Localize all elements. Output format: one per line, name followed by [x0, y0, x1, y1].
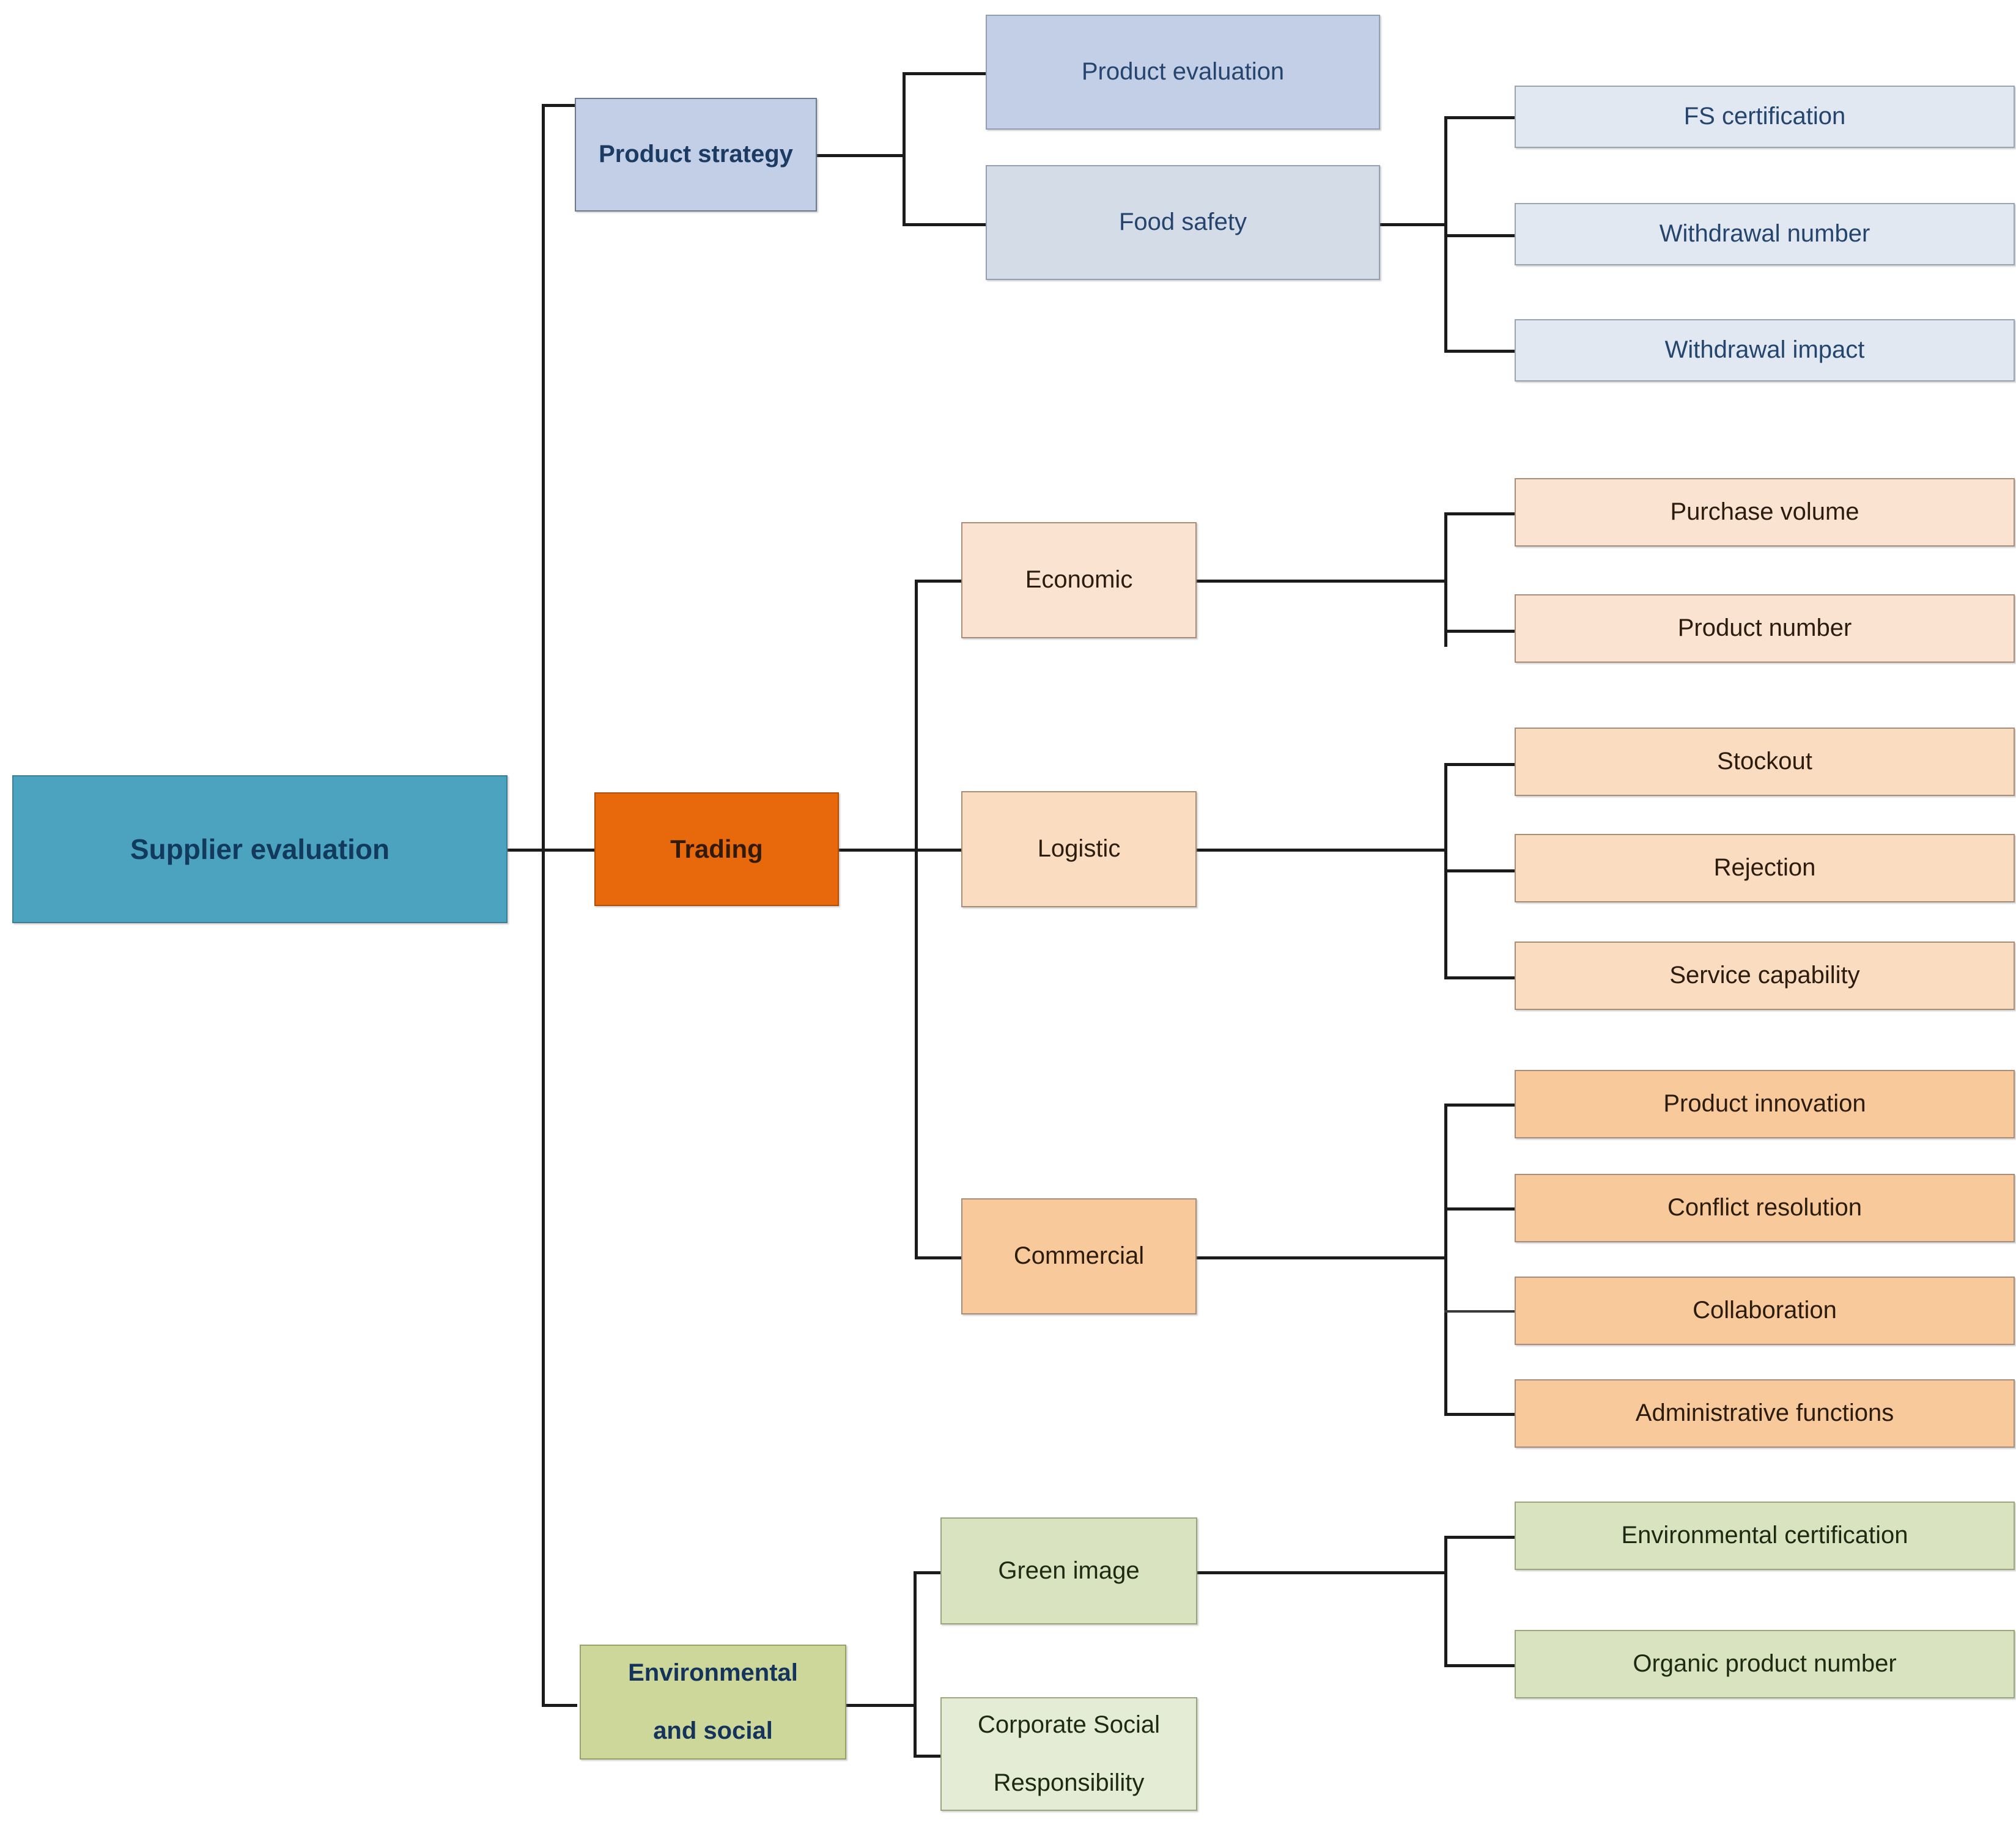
connector-green-image-spine [1444, 1536, 1447, 1667]
node-fs-certification[interactable]: FS certification [1515, 86, 2015, 148]
connector-green-image-out [1195, 1571, 1263, 1574]
connector-to-economic [915, 580, 962, 583]
node-rejection[interactable]: Rejection [1515, 834, 2015, 902]
node-label-line-2: Responsibility [993, 1769, 1145, 1796]
connector-to-environmental-certification [1444, 1536, 1516, 1539]
node-label: Environmental certification [1621, 1522, 1908, 1549]
node-product-number[interactable]: Product number [1515, 594, 2015, 663]
connector-to-stockout [1444, 763, 1516, 766]
connector-to-administrative-functions [1444, 1413, 1516, 1416]
node-economic[interactable]: Economic [961, 522, 1197, 638]
node-stockout[interactable]: Stockout [1515, 728, 2015, 796]
connector-to-commercial [915, 1256, 962, 1259]
node-label: Product strategy [599, 141, 793, 168]
connector-trading-spine [915, 580, 918, 1258]
connector-to-csr [914, 1755, 942, 1758]
node-withdrawal-impact[interactable]: Withdrawal impact [1515, 319, 2015, 381]
connector-to-product-evaluation [903, 72, 988, 75]
connector-to-fs-certification [1444, 116, 1516, 119]
connector-to-green-image [914, 1571, 942, 1574]
connector-to-withdrawal-impact [1444, 350, 1516, 353]
node-label: Stockout [1717, 748, 1812, 775]
node-product-innovation[interactable]: Product innovation [1515, 1070, 2015, 1138]
node-label: Organic product number [1633, 1650, 1897, 1678]
connector-commercial-left [1263, 1256, 1446, 1259]
node-label-line-1: Environmental [628, 1659, 798, 1687]
connector-to-logistic [915, 849, 962, 852]
node-label: Service capability [1669, 962, 1860, 989]
connector-to-service-capability [1444, 976, 1516, 979]
connector-commercial-out [1195, 1256, 1263, 1259]
connector-product-strategy-out [816, 154, 905, 157]
node-environmental-certification[interactable]: Environmental certification [1515, 1502, 2015, 1570]
node-label: Logistic [1037, 835, 1121, 863]
connector-to-food-safety [903, 223, 988, 226]
node-label: Administrative functions [1635, 1399, 1894, 1427]
connector-to-rejection [1444, 869, 1516, 872]
node-withdrawal-number[interactable]: Withdrawal number [1515, 203, 2015, 265]
node-conflict-resolution[interactable]: Conflict resolution [1515, 1174, 2015, 1242]
node-label: Conflict resolution [1667, 1194, 1862, 1222]
connector-logistic-left [1263, 849, 1446, 852]
connector-environmental-out [846, 1704, 916, 1707]
node-label: Product number [1677, 614, 1852, 642]
connector-to-product-innovation [1444, 1104, 1516, 1107]
connector-logistic-out [1195, 849, 1263, 852]
node-environmental-and-social[interactable]: Environmental and social [580, 1645, 846, 1760]
node-label: Withdrawal number [1659, 220, 1870, 248]
node-organic-product-number[interactable]: Organic product number [1515, 1630, 2015, 1698]
node-label: Commercial [1013, 1242, 1145, 1270]
node-label: Withdrawal impact [1664, 336, 1865, 364]
node-logistic[interactable]: Logistic [961, 791, 1197, 907]
node-label: Purchase volume [1670, 498, 1859, 526]
connector-environmental-spine [914, 1571, 917, 1758]
node-label: Product innovation [1663, 1090, 1866, 1118]
node-product-strategy[interactable]: Product strategy [575, 98, 817, 212]
connector-to-withdrawal-number [1444, 234, 1516, 237]
node-label: Supplier evaluation [130, 833, 390, 865]
connector-to-product-number [1444, 630, 1516, 633]
node-food-safety[interactable]: Food safety [986, 165, 1380, 280]
node-collaboration[interactable]: Collaboration [1515, 1277, 2015, 1345]
node-label: Economic [1025, 566, 1133, 594]
connector-to-conflict-resolution [1444, 1207, 1516, 1211]
connector-green-left [1263, 1571, 1446, 1574]
node-green-image[interactable]: Green image [940, 1517, 1197, 1624]
node-label: Green image [998, 1557, 1140, 1584]
node-label: Product evaluation [1081, 58, 1285, 86]
node-label: Collaboration [1693, 1297, 1837, 1324]
connector-product-strategy-spine [903, 72, 906, 226]
connector-to-collaboration [1444, 1310, 1516, 1313]
node-purchase-volume[interactable]: Purchase volume [1515, 478, 2015, 547]
connector-trunk-to-trading [542, 849, 594, 852]
node-product-evaluation[interactable]: Product evaluation [986, 15, 1380, 130]
node-label: Trading [670, 835, 763, 864]
connector-to-purchase-volume [1444, 512, 1516, 515]
node-label: Food safety [1118, 208, 1247, 236]
node-supplier-evaluation[interactable]: Supplier evaluation [12, 775, 508, 923]
connector-trunk-to-environmental [542, 1704, 577, 1707]
connector-root-stub [508, 849, 544, 852]
node-label: Environmental and social [616, 1659, 810, 1745]
node-label: Corporate Social Responsibility [966, 1711, 1172, 1797]
connector-economic-left [1263, 580, 1446, 583]
connector-economic-out [1195, 580, 1263, 583]
connector-trading-out [838, 849, 917, 852]
node-trading[interactable]: Trading [594, 792, 839, 906]
connector-commercial-spine [1444, 1104, 1447, 1415]
node-label: FS certification [1683, 103, 1846, 130]
node-service-capability[interactable]: Service capability [1515, 942, 2015, 1010]
node-label-line-1: Corporate Social [978, 1711, 1160, 1739]
node-corporate-social-responsibility[interactable]: Corporate Social Responsibility [940, 1697, 1197, 1811]
connector-main-trunk [542, 104, 545, 1707]
connector-to-organic-product-number [1444, 1664, 1516, 1667]
node-label: Rejection [1713, 854, 1816, 882]
node-administrative-functions[interactable]: Administrative functions [1515, 1379, 2015, 1448]
connector-food-safety-out [1379, 223, 1446, 226]
connector-trunk-to-product-strategy [542, 104, 577, 107]
node-commercial[interactable]: Commercial [961, 1198, 1197, 1314]
node-label-line-2: and social [653, 1717, 773, 1744]
